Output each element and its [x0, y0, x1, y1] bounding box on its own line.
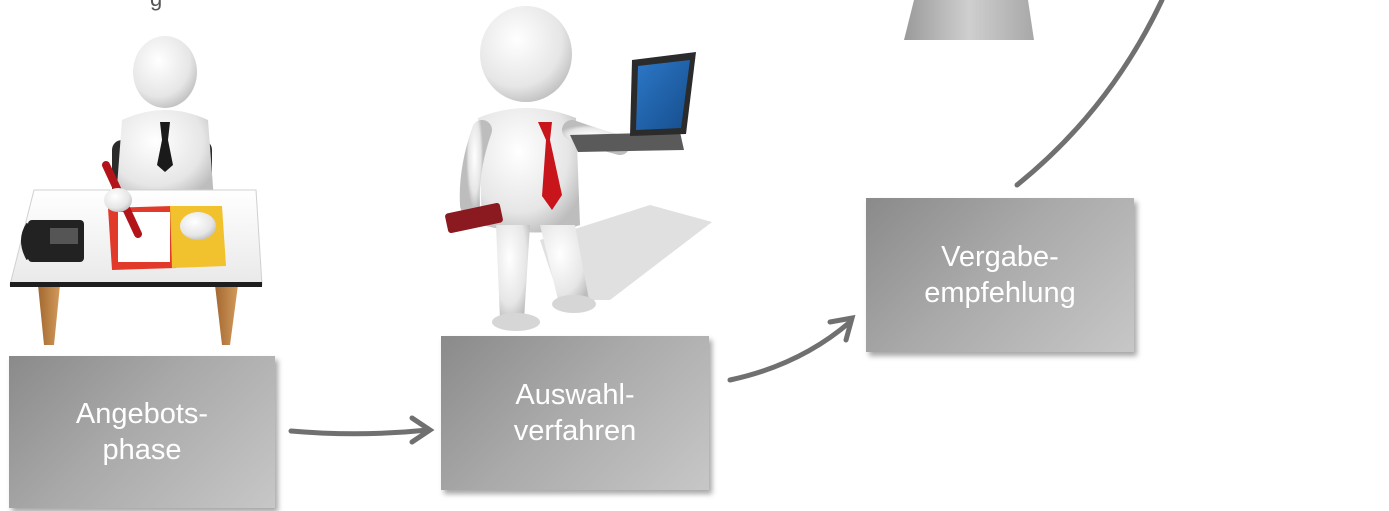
arrow-1 [288, 415, 435, 445]
step-box-auswahlverfahren: Auswahl- verfahren [441, 336, 709, 490]
arrow-3 [1014, 0, 1165, 188]
laptop-person-figure [445, 6, 712, 331]
step-label-line2: phase [102, 434, 182, 466]
step-label-line2: verfahren [513, 415, 637, 447]
top-caption-fragment: g [150, 0, 162, 12]
step-label-line1: Vergabe- [941, 241, 1059, 273]
arrow-2 [727, 314, 856, 383]
step-label-line1: Angebots- [75, 398, 209, 430]
step-label-line2: empfehlung [924, 277, 1076, 309]
step-box-angebotsphase: Angebots- phase [9, 356, 275, 508]
desk-person-figure [9, 36, 263, 345]
pedestal-figure [904, 0, 1034, 40]
step-box-vergabeempfehlung: Vergabe- empfehlung [866, 198, 1134, 352]
step-label-line1: Auswahl- [515, 379, 635, 411]
